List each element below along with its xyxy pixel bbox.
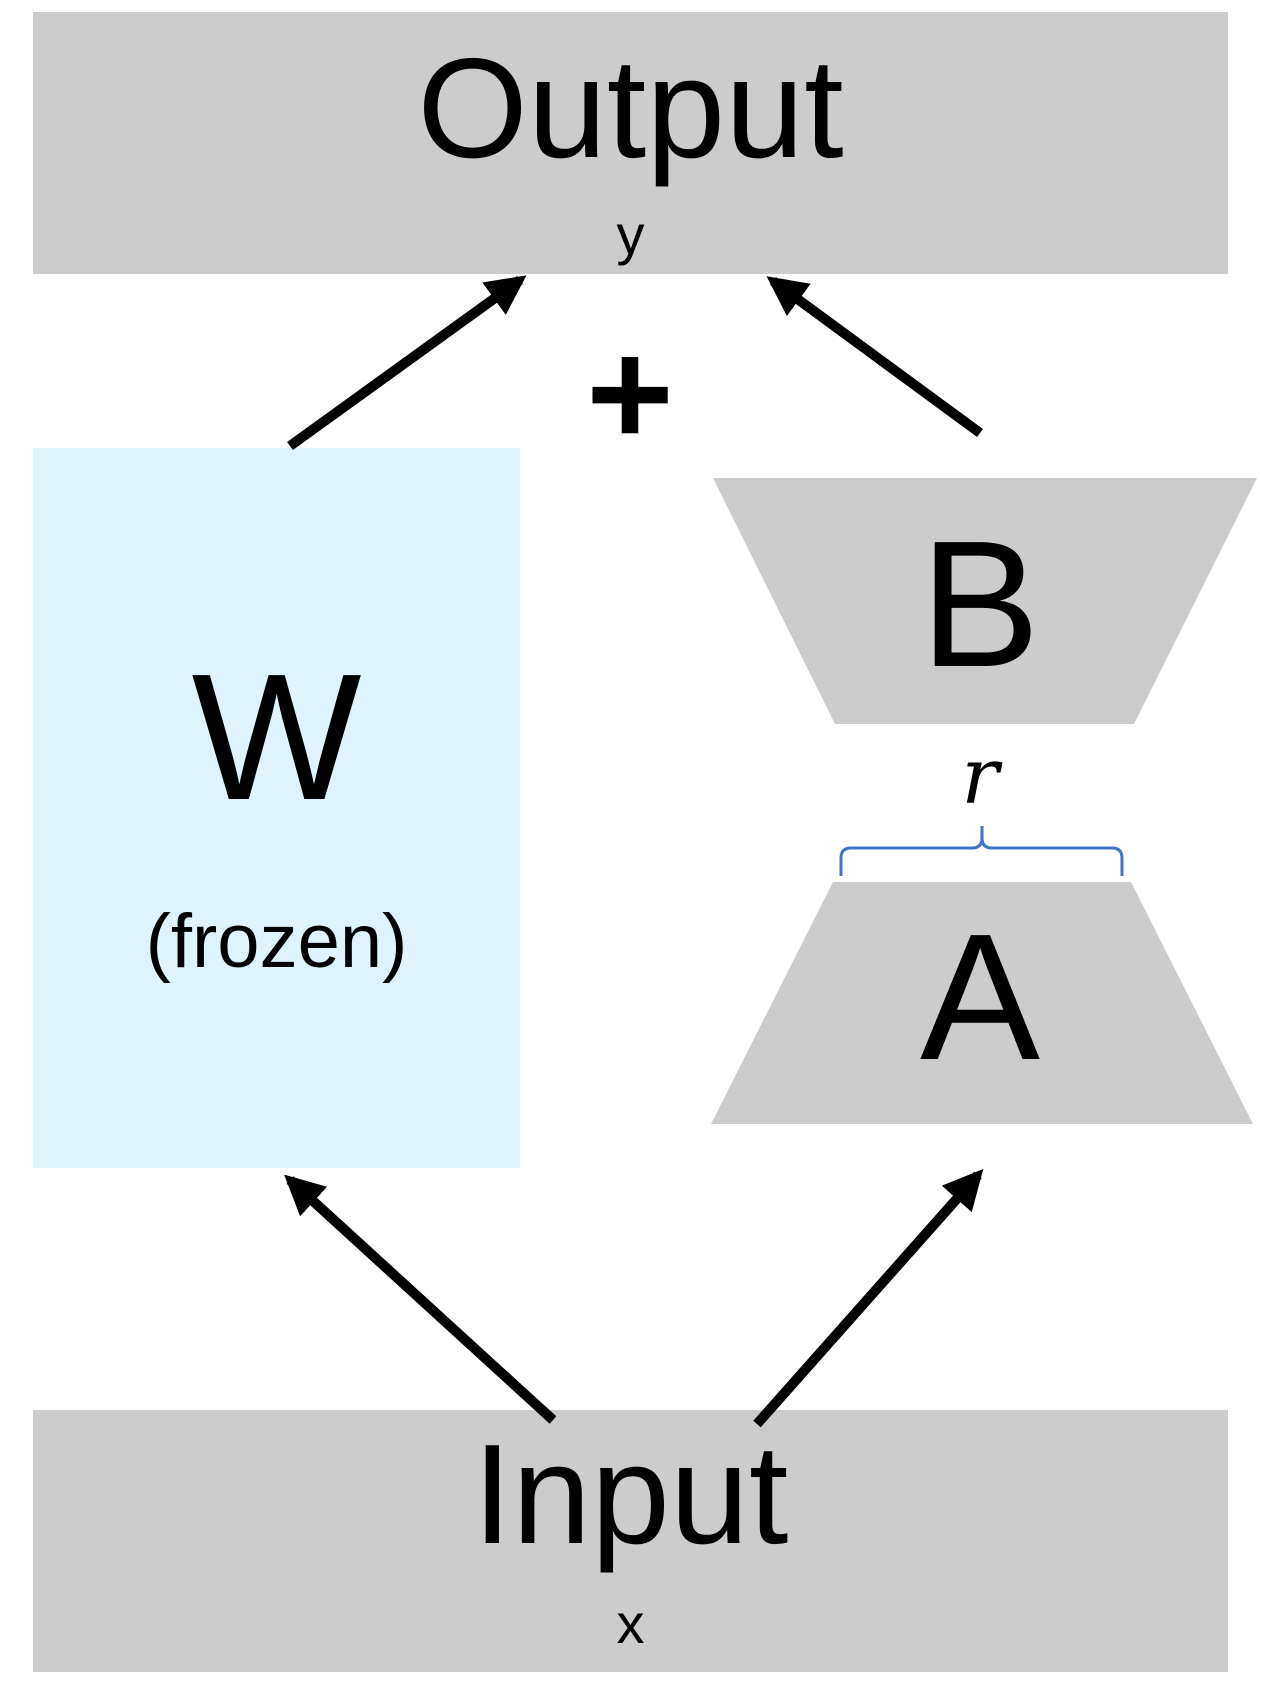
adapter-b-block — [713, 478, 1257, 724]
arrow-input-to-a — [753, 1169, 984, 1428]
input-label: Input — [472, 1415, 789, 1574]
weights-label: W — [191, 637, 362, 838]
arrow-w-to-output — [287, 275, 527, 451]
arrow-input-to-w — [284, 1174, 557, 1424]
weights-note: (frozen) — [145, 899, 408, 984]
adapter-a-block — [711, 882, 1253, 1124]
adapter-a-label: A — [919, 897, 1041, 1098]
rank-label: r — [961, 732, 999, 822]
adapter-b-label: B — [919, 504, 1041, 705]
input-block — [33, 1410, 1228, 1672]
frozen-weights-block: W (frozen) — [33, 448, 520, 1168]
plus-operator: + — [586, 309, 674, 477]
arrow-b-to-output — [766, 276, 983, 438]
input-symbol: x — [616, 1592, 645, 1655]
output-symbol: y — [616, 203, 645, 266]
output-block: Output y — [33, 12, 1228, 274]
output-label: Output — [417, 29, 844, 188]
rank-brace — [839, 826, 1124, 876]
